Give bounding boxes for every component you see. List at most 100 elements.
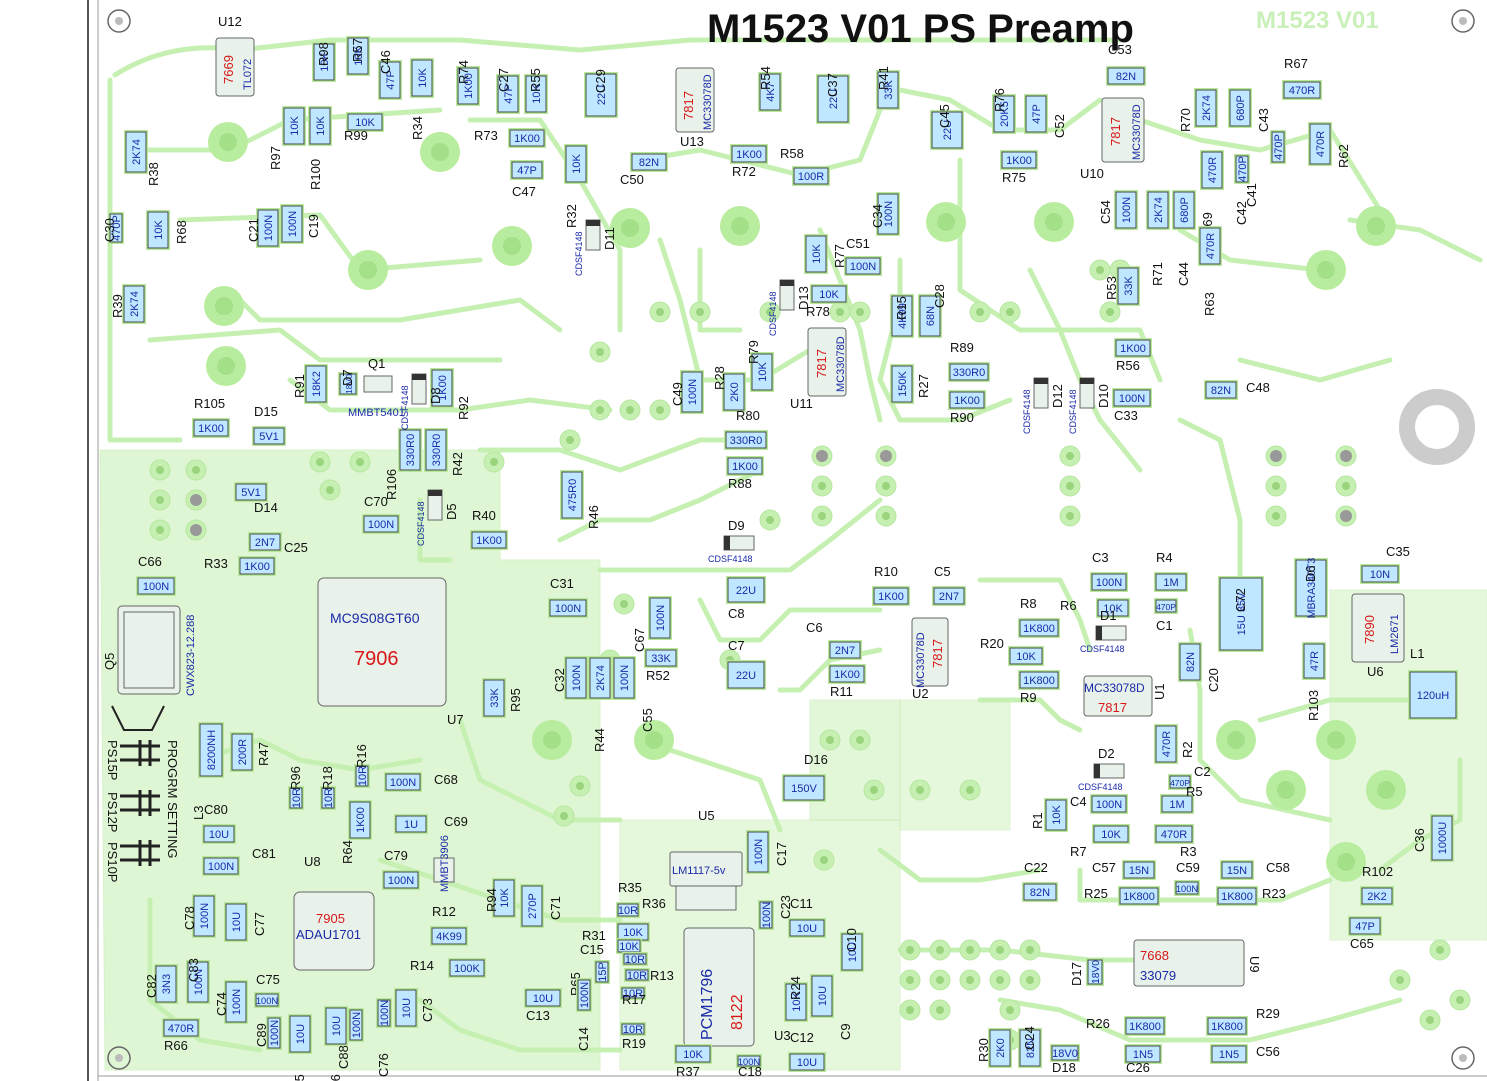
part-value: MBRA340T3 [1306,558,1318,619]
part-value: 100N [351,1012,363,1038]
part-ref: R103 [1306,690,1321,721]
svg-text:D12: D12 [1050,384,1065,408]
part-value: 20K5 [999,101,1011,127]
part-value: 5V1 [259,431,279,443]
part-value: 82N [1211,385,1231,397]
part-ref: R57 [350,38,365,62]
svg-text:7906: 7906 [354,648,399,670]
part-value: 10R [357,766,369,786]
part-ref: R67 [1284,56,1308,71]
svg-text:D1: D1 [1100,608,1117,623]
part-ref: C30 [102,218,117,242]
part-value: 10U [401,998,413,1018]
part-value: 470P [1273,134,1285,160]
part-ref: R78 [806,304,830,319]
traces [107,37,1483,1053]
svg-text:PCM1796: PCM1796 [699,969,716,1040]
part-value: 1N5 [1219,1049,1239,1061]
part-value: 470P [1170,778,1190,788]
part-value: 100N [1176,884,1198,894]
part-value: 33K [489,688,501,708]
part-ref: C56 [1256,1044,1280,1059]
part-ref: R38 [146,162,161,186]
svg-text:U8: U8 [304,854,321,869]
mounting-hole-tl [107,9,131,33]
part-value: 100N [1121,197,1133,223]
part-ref: R2 [1180,741,1195,758]
gray-ring-pad [1399,389,1475,465]
part-value: 1K00 [732,461,758,473]
part-ref: R28 [712,366,727,390]
part-value: 100N [390,777,416,789]
part-value: 10U [533,993,553,1005]
part-ref: R12 [432,904,456,919]
part-ref: R30 [976,1038,991,1062]
part-value: 470R [1315,131,1327,157]
transistor-q1: Q1 MMBT5401 [348,356,405,419]
ghost-title: M1523 V01 [1256,7,1379,34]
part-value: 470P [1237,156,1249,182]
part-value: 330R0 [431,434,443,466]
part-value: 100N [1096,577,1122,589]
part-ref: R79 [746,340,761,364]
part-value: 1K00 [476,535,502,547]
part-ref: R53 [1104,276,1119,300]
part-ref: L3 [191,806,206,820]
part-ref: C34 [870,204,885,228]
part-value: 33K [651,653,671,665]
part-value: 10K [1016,651,1036,663]
part-value: 10R [623,1024,643,1036]
part-value: 10K [353,46,365,66]
part-ref: R13 [650,968,674,983]
part-value: 100N [579,982,591,1008]
part-r95: 33K R95 [482,678,523,718]
part-ref: R72 [732,164,756,179]
part-value: 100R [798,171,824,183]
part-value: 8200NH [206,730,218,770]
svg-text:ADAU1701: ADAU1701 [296,927,361,942]
part-value: 22U [736,585,756,597]
part-value: 15U 35V [1236,592,1248,635]
part-value: 100N [850,261,876,273]
part-c56: 1N5 C56 [1210,1044,1280,1064]
part-ref: R95 [508,688,523,712]
svg-text:CDSF4148: CDSF4148 [1068,389,1078,434]
part-ref: R5 [1186,784,1203,799]
svg-text:U5: U5 [698,808,715,823]
part-ref: C79 [384,848,408,863]
